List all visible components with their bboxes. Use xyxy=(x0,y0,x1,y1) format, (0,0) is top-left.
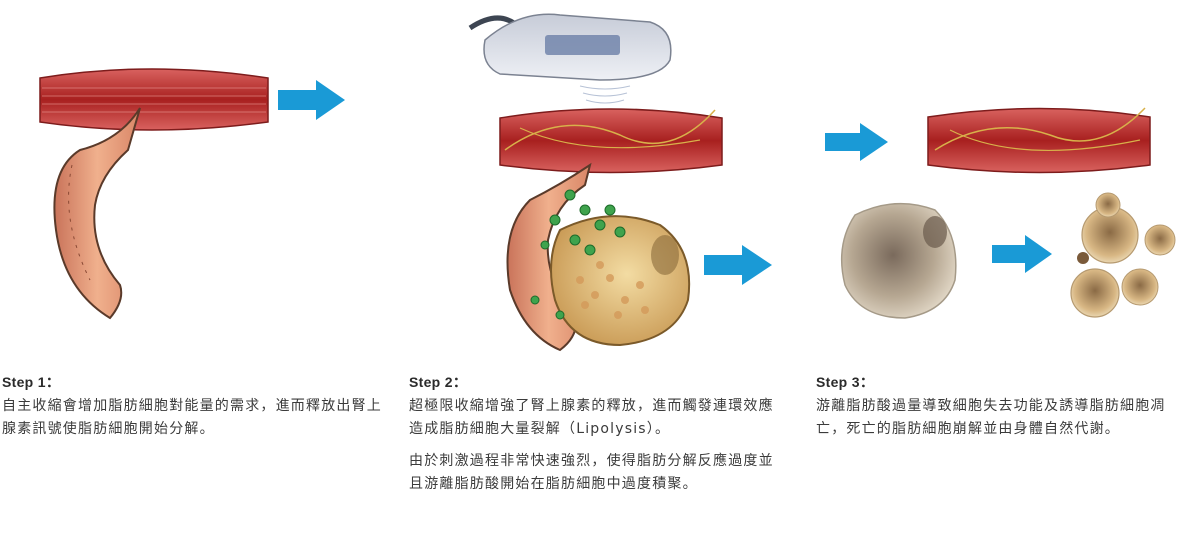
muscle-fiber-icon xyxy=(39,68,269,131)
step-2: Step 2： 超極限收縮增強了腎上腺素的釋放，進而觸發連環效應造成脂肪細胞大量… xyxy=(409,372,781,505)
arrow-right-icon xyxy=(704,245,772,285)
step-1-description: 自主收縮會增加脂肪細胞對能量的需求，進而釋放出腎上腺素訊號使脂肪細胞開始分解。 xyxy=(2,398,382,437)
nerve-ending-icon xyxy=(53,107,141,320)
dying-fat-cell-icon xyxy=(840,202,957,319)
step-2-description-extra: 由於刺激過程非常快速強烈，使得脂肪分解反應過度並且游離脂肪酸開始在脂肪細胞中過度… xyxy=(409,453,774,492)
step-3: Step 3： 游離脂肪酸過量導致細胞失去功能及誘導脂肪細胞凋亡，死亡的脂肪細胞… xyxy=(816,372,1192,450)
nerve-ending-icon xyxy=(506,162,592,352)
step-1-title: Step 1： xyxy=(2,374,61,390)
step-1: Step 1： 自主收縮會增加脂肪細胞對能量的需求，進而釋放出腎上腺素訊號使脂肪… xyxy=(2,372,382,450)
fatty-acid-droplets xyxy=(530,189,626,320)
arrow-right-icon xyxy=(278,80,345,120)
muscle-fiber-icon xyxy=(499,108,723,174)
muscle-fiber-icon xyxy=(927,107,1151,174)
step-3-title: Step 3： xyxy=(816,374,875,390)
step-2-title: Step 2： xyxy=(409,374,468,390)
step-2-description: 超極限收縮增強了腎上腺素的釋放，進而觸發連環效應造成脂肪細胞大量裂解（Lipol… xyxy=(409,398,774,437)
step-3-description: 游離脂肪酸過量導致細胞失去功能及誘導脂肪細胞凋亡，死亡的脂肪細胞崩解並由身體自然… xyxy=(816,398,1166,437)
small-dying-cells-icon xyxy=(1070,192,1176,318)
arrow-right-icon xyxy=(825,123,888,161)
arrow-right-icon xyxy=(992,235,1052,273)
hifem-device-icon xyxy=(468,13,672,104)
process-illustration xyxy=(39,13,1176,352)
